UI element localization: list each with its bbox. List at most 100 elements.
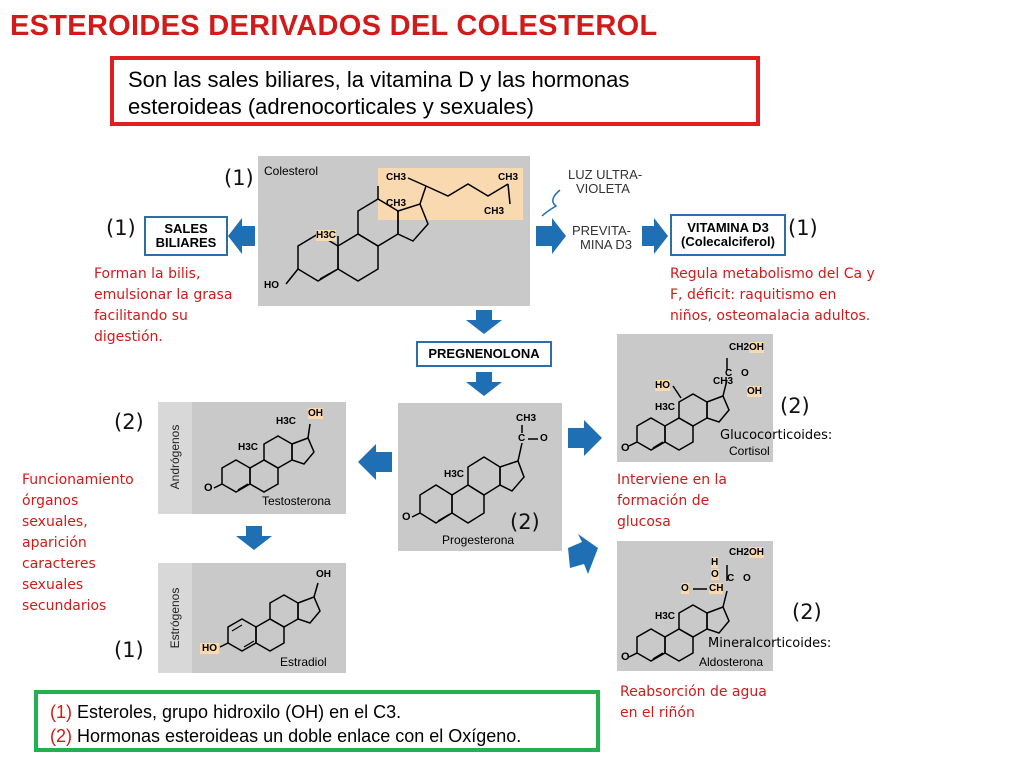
legend-text-2: Hormonas esteroideas un doble enlace con… [72,726,522,746]
carbon-label: C [518,433,526,444]
desc-line: facilitando su [94,308,188,324]
carbon-label: C [727,573,735,584]
desc-line: caracteres [22,556,96,572]
oh-label: OH [316,569,331,580]
cortisol-structure [628,358,730,451]
oxygen-label: O [402,511,411,523]
carbon-label: C [725,368,733,379]
oxygen-label: O [204,482,213,494]
uv-squiggle [541,189,561,217]
colesterol-structure [285,168,523,285]
arrow-to-androgenos [358,444,392,480]
oxygen-label: O [741,368,749,379]
marker-colesterol: (1) [224,166,254,190]
desc-line: sexuales, [22,514,88,530]
h3c-label: H3C [655,611,676,622]
desc-line: órganos [22,493,79,509]
ch3-label: CH3 [386,172,407,183]
desc-line: F, déficit: raquitismo en [670,287,837,303]
marker-progesterona: (2) [510,510,540,534]
ho-label: HO [264,280,279,291]
oh-label: OH [308,408,323,419]
testosterona-name: Testosterona [262,494,331,508]
arrow-to-estrogenos [236,526,272,550]
double-bond [319,269,337,280]
legend-text-1: Esteroles, grupo hidroxilo (OH) en el C3… [72,702,402,722]
page-title: ESTEROIDES DERIVADOS DEL COLESTEROL [10,10,658,42]
desc-line: Funcionamiento [22,472,134,488]
vitamina-line2: (Colecalciferol) [681,234,775,249]
desc-line: secundarios [22,598,107,614]
desc-line: emulsionar la grasa [94,287,233,303]
arrow-to-sales [228,218,255,254]
progesterona-structure [411,425,538,524]
arrow-to-vitamina [642,218,668,254]
legend-line-1: (1) Esteroles, grupo hidroxilo (OH) en e… [50,700,584,724]
aldosterona-description: Reabsorción de agua en el riñón [620,682,767,724]
arrow-to-cortisol [568,420,602,456]
progesterona-name: Progesterona [442,533,515,547]
desc-line: formación de [617,493,710,509]
desc-line: Forman la bilis, [94,266,201,282]
testosterona-structure [213,423,315,493]
oh-label: OH [749,342,764,353]
androgenos-side [158,402,192,514]
marker-androgenos: (2) [114,410,144,434]
h3c-label: H3C [238,442,259,453]
side-chain [425,183,509,197]
desc-line: en el riñón [620,705,695,721]
arrow-to-progesterona [466,372,502,396]
uv-line2: VIOLETA [576,181,630,196]
estrogenos-panel: Estrógenos OH HO Estradiol [158,563,346,673]
ch2-label: CH2 [729,547,750,558]
oxygen-label: O [711,569,719,580]
oxygen-label: O [621,651,630,663]
ch3-label: CH3 [516,413,537,424]
arrow-to-aldosterona [568,534,598,574]
androgenos-panel: Andrógenos OH H3C H3C O Testosterona [158,402,346,514]
sales-line2: BILIARES [155,235,217,250]
uv-line1: LUZ ULTRA- [568,167,643,182]
cortisol-name: Cortisol [729,444,770,458]
aldosterona-structure [628,565,730,662]
vitamina-line1: VITAMINA D3 [687,220,769,235]
cortisol-description: Interviene en la formación de glucosa [617,470,727,533]
desc-line: niños, osteomalacia adultos. [670,308,871,324]
desc-line: Regula metabolismo del Ca y [670,266,875,282]
legend-num-2: (2) [50,726,72,746]
desc-line: digestión. [94,329,163,345]
ch2-label: CH2 [729,342,750,353]
ch3-label: CH3 [498,172,519,183]
h3c-label: H3C [655,402,676,413]
sales-line1: SALES [164,221,208,236]
oh-label: OH [747,386,762,397]
oxygen-label: O [540,433,548,444]
estradiol-name: Estradiol [280,655,327,669]
colesterol-panel: Colesterol CH3 CH3 CH3 CH3 H3C HO [258,156,530,306]
cortisol-panel: CH2 OH C O OH CH3 HO H3C O Cortisol [617,334,773,462]
sales-biliares-box: SALES BILIARES [144,216,228,256]
oxygen-label: O [681,583,689,594]
ho-label: HO [655,380,670,391]
oh-label: OH [749,547,764,558]
estrogenos-side [158,563,192,673]
h3c-label: H3C [276,416,297,427]
ch3-label: CH3 [386,198,407,209]
glucocorticoides-label: Glucocorticoides: [720,428,833,443]
progesterona-panel: CH3 C O H3C O Progesterona [398,403,562,551]
ring-d [397,203,429,242]
legend-line-2: (2) Hormonas esteroideas un doble enlace… [50,724,584,748]
desc-line: Reabsorción de agua [620,684,767,700]
vitamina-description: Regula metabolismo del Ca y F, déficit: … [670,264,875,327]
ch3-label: CH3 [484,206,505,217]
intro-box: Son las sales biliares, la vitamina D y … [110,56,760,126]
desc-line: aparición [22,535,87,551]
desc-line: glucosa [617,514,671,530]
colesterol-name: Colesterol [264,164,319,178]
arrow-to-pregnenolona [466,310,502,334]
ch3-label: CH3 [713,376,734,387]
pregnenolona-box: PREGNENOLONA [416,341,552,367]
ch-label: CH [709,583,724,594]
uv-label: LUZ ULTRA- VIOLETA [568,168,642,196]
marker-estrogenos: (1) [114,638,144,662]
